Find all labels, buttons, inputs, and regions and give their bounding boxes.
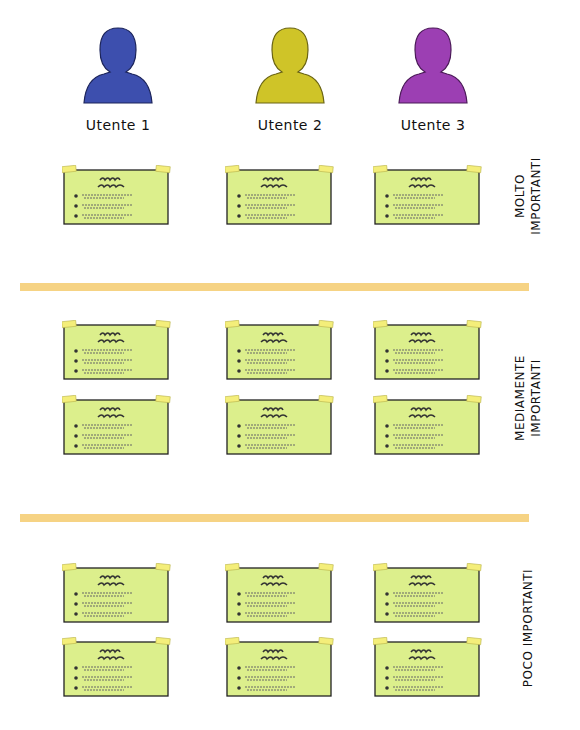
user-icon [399,28,467,103]
sticky-note [225,563,334,622]
priority-label: MOLTO IMPORTANTI [512,136,544,256]
user-name: Utente 1 [63,117,173,133]
divider-line [20,514,529,522]
sticky-note [225,320,334,379]
sticky-note [225,395,334,454]
user-name: Utente 3 [378,117,488,133]
sticky-note [62,563,171,622]
sticky-note [373,395,482,454]
sticky-note [225,165,334,224]
user-name: Utente 2 [235,117,345,133]
sticky-note [62,165,171,224]
priority-label: POCO IMPORTANTI [520,568,536,688]
sticky-note [373,563,482,622]
sticky-note [62,637,171,696]
sticky-note [62,395,171,454]
divider-line [20,283,529,291]
sticky-note [225,637,334,696]
user-icon [256,28,324,103]
sticky-note [373,637,482,696]
sticky-note [373,165,482,224]
sticky-note [62,320,171,379]
user-icon [84,28,152,103]
sticky-note [373,320,482,379]
priority-label: MEDIAMENTE IMPORTANTI [512,338,544,458]
